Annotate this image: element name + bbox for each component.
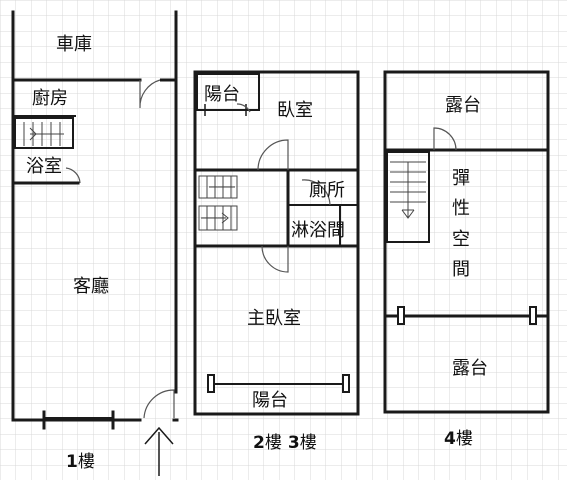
f1-stairs bbox=[23, 122, 64, 146]
door-arc-balcony bbox=[236, 103, 251, 113]
f4-terrace-ticks bbox=[397, 306, 537, 325]
door-arc-toilet bbox=[301, 179, 331, 206]
f23-stairs bbox=[198, 175, 238, 231]
room-master: 主臥室 bbox=[247, 308, 301, 329]
f4-stairs bbox=[390, 161, 426, 219]
room-terrace-top: 露台 bbox=[445, 95, 481, 116]
floor-num-1: 1 bbox=[66, 452, 78, 472]
door-arc-bedroom bbox=[257, 139, 289, 171]
f23-balcony-ticks bbox=[207, 374, 350, 393]
room-balcony-top: 陽台 bbox=[204, 84, 240, 105]
f4-stair-box bbox=[386, 151, 430, 243]
room-bedroom: 臥室 bbox=[277, 100, 313, 121]
room-bath: 浴室 bbox=[26, 156, 62, 177]
floor-num-2: 2 bbox=[253, 433, 265, 453]
floor-suffix: 樓 bbox=[456, 429, 473, 449]
room-balcony-bottom: 陽台 bbox=[252, 390, 288, 411]
door-arc-garage bbox=[139, 79, 161, 109]
floor-suffix: 樓 bbox=[265, 433, 282, 453]
floor-num-3: 3 bbox=[288, 433, 300, 453]
floor-2-3 bbox=[193, 70, 360, 416]
floor-suffix: 樓 bbox=[300, 433, 317, 453]
door-arc-entry bbox=[143, 389, 175, 419]
room-toilet: 廁所 bbox=[309, 179, 345, 201]
room-flex-char-4: 間 bbox=[452, 259, 470, 280]
room-living: 客廳 bbox=[73, 276, 109, 297]
floor-1 bbox=[11, 10, 179, 430]
floor-suffix: 樓 bbox=[78, 452, 95, 472]
room-flex-char-1: 彈 bbox=[452, 168, 470, 189]
f4-doors bbox=[433, 127, 457, 151]
f23-outer bbox=[193, 70, 360, 416]
room-labels: 車庫 廚房 浴室 客廳 陽台 臥室 廁所 淋浴間 主臥室 陽台 露台 彈 性 空… bbox=[26, 34, 488, 411]
floor-label-4: 4樓 bbox=[444, 429, 473, 449]
floor-num-4: 4 bbox=[444, 429, 456, 449]
room-shower: 淋浴間 bbox=[291, 220, 345, 241]
floor-4 bbox=[383, 70, 550, 414]
room-flex-char-3: 空 bbox=[452, 229, 470, 250]
door-arc-terrace bbox=[433, 127, 457, 151]
floor-label-1: 1樓 bbox=[66, 452, 95, 472]
f4-outer bbox=[383, 70, 550, 414]
f1-stair-box bbox=[14, 117, 74, 149]
door-arc-master bbox=[261, 245, 289, 273]
door-arc-bath bbox=[65, 167, 81, 184]
room-terrace-bottom: 露台 bbox=[452, 358, 488, 379]
room-flex-char-2: 性 bbox=[452, 198, 470, 219]
f1-doors bbox=[65, 78, 176, 419]
f23-doors bbox=[236, 103, 331, 273]
room-garage: 車庫 bbox=[56, 34, 92, 55]
entry-arrow bbox=[144, 426, 174, 476]
room-kitchen: 廚房 bbox=[32, 87, 68, 109]
